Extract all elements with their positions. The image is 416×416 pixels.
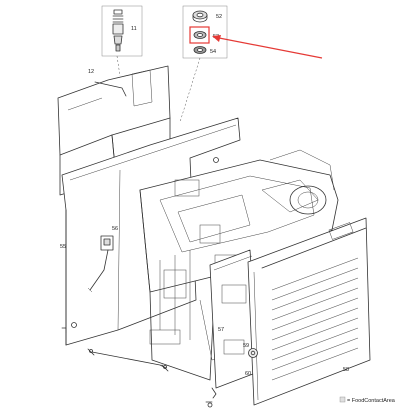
callout-label-56: 56 <box>112 226 118 232</box>
callout-label-52: 52 <box>216 14 222 20</box>
leader-11 <box>116 55 121 77</box>
valve-spring-part <box>112 9 124 52</box>
washer-part-54 <box>193 46 207 54</box>
callout-label-11: 11 <box>131 26 137 32</box>
leader-52-54 <box>179 57 201 123</box>
oring-part-53 <box>193 31 207 39</box>
callout-label-57: 57 <box>218 327 224 333</box>
callout-label-54: 54 <box>210 49 216 55</box>
callout-group-52-54: 52 53 54 <box>182 5 228 59</box>
callout-group-11: 11 <box>101 5 143 57</box>
legend: = FoodContactArea <box>339 396 396 404</box>
right-side-cover-part-58: 58 <box>247 217 371 406</box>
vent-slots <box>271 257 359 381</box>
loose-screws <box>61 327 213 408</box>
callout-label-60: 60 <box>245 371 251 377</box>
callout-label-59: 59 <box>243 343 249 349</box>
highlight-box <box>189 26 210 44</box>
ring-seal-part-52 <box>192 10 208 23</box>
food-contact-swatch <box>339 396 346 403</box>
callout-label-58: 58 <box>343 367 349 373</box>
switch-bracket-part-56: 56 <box>87 226 118 293</box>
knob-part-59: 59 <box>243 343 258 358</box>
bottom-rod-part-60: 60 <box>87 348 251 377</box>
callout-label-12: 12 <box>88 69 94 75</box>
callout-label-55: 55 <box>60 244 66 250</box>
legend-label: = FoodContactArea <box>347 398 396 404</box>
highlight-arrow <box>212 35 323 59</box>
